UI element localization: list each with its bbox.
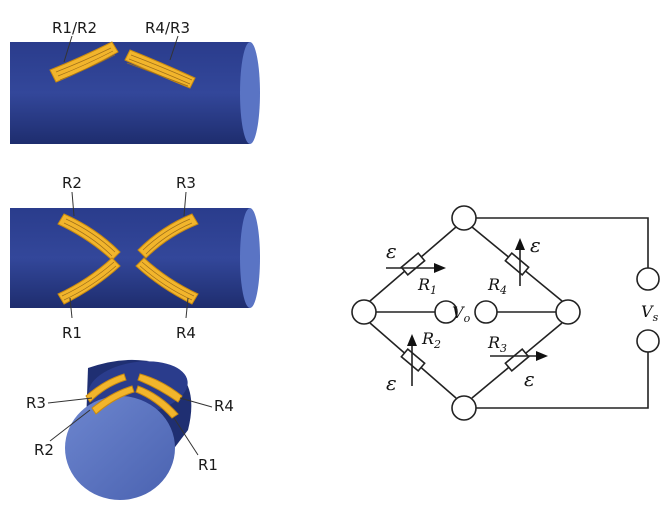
label-bridge-r1: R1 [417,275,437,297]
label-end-r2: R2 [34,441,54,459]
wheatstone-bridge: ε ε ε ε R1 R4 R2 R3 Vo Vs [351,205,660,421]
strain-gauge-r3 [137,213,199,259]
shaft-end-face [240,208,260,308]
label-end-r4: R4 [214,397,234,415]
resistor-r4 [504,251,530,277]
bridge-node-left [351,299,377,325]
strain-label-r3: ε [524,367,535,391]
shaft-end-face [65,396,175,500]
strain-gauge-r1-r2 [49,41,119,83]
label-bridge-r2: R2 [421,329,441,351]
strain-gauge-end-r1 [135,385,179,419]
label-r1-r2: R1/R2 [52,19,97,37]
shaft-top-view: R1/R2 R4/R3 [10,19,260,144]
resistor-r1 [400,251,426,277]
vs-terminal-top [636,267,660,291]
shaft-end-view: R3 R2 R4 R1 [26,359,234,500]
strain-gauge-r1 [57,257,121,305]
label-bridge-r3: R3 [487,333,507,355]
label-r2: R2 [62,174,82,192]
strain-label-r4: ε [530,233,541,257]
strain-label-r1: ε [386,239,397,263]
label-end-r1: R1 [198,456,218,474]
vo-terminal-left [434,300,458,324]
label-bridge-r4: R4 [487,275,507,297]
label-r4-r3: R4/R3 [145,19,190,37]
shaft-middle-view: R2 R3 R1 R4 [10,174,260,342]
shaft-body [10,208,250,308]
strain-label-r2: ε [386,371,397,395]
bridge-node-bottom [451,395,477,421]
bridge-node-right [555,299,581,325]
strain-gauge-end-r3 [85,373,127,403]
strain-gauge-end-r4 [137,373,183,403]
label-r4: R4 [176,324,196,342]
label-r1: R1 [62,324,82,342]
label-vo: Vo [452,303,471,325]
label-vs: Vs [641,302,659,324]
label-r3: R3 [176,174,196,192]
label-end-r3: R3 [26,394,46,412]
strain-gauge-r4 [135,257,199,305]
strain-gauge-r4-r3 [124,49,196,89]
resistor-r2 [400,347,426,373]
vs-terminal-bottom [636,329,660,353]
shaft-end-face [240,42,260,144]
bridge-node-top [451,205,477,231]
strain-gauge-end-r2 [91,385,135,415]
vo-terminal-right [474,300,498,324]
